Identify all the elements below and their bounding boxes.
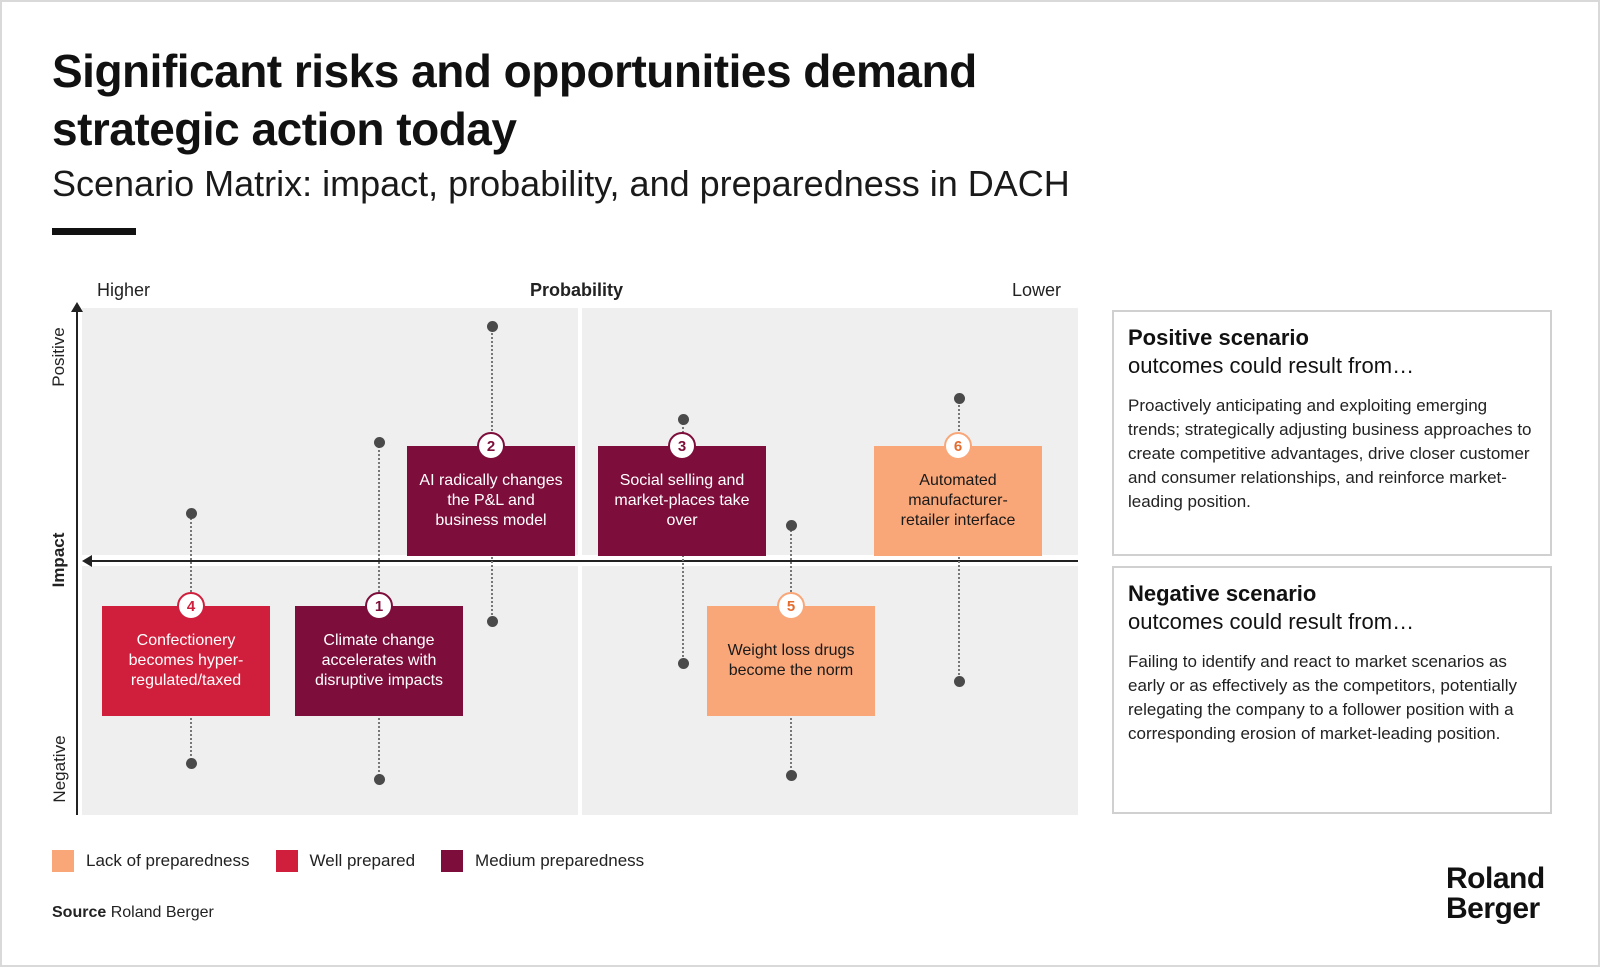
legend-swatch-well xyxy=(275,850,298,872)
range-dot-1-bottom xyxy=(374,774,385,785)
source-label: Source xyxy=(52,904,107,921)
negative-scenario-subtitle: outcomes could result from… xyxy=(1128,609,1415,634)
range-dot-6-top xyxy=(954,393,965,404)
negative-scenario-body: Failing to identify and react to market … xyxy=(1128,652,1517,743)
scenario-badge-4: 4 xyxy=(177,592,205,620)
logo-line-2: Berger xyxy=(1446,892,1540,925)
positive-scenario-subtitle: outcomes could result from… xyxy=(1128,353,1415,378)
legend-item-medium: Medium preparedness xyxy=(441,850,644,872)
legend-item-lack: Lack of preparedness xyxy=(52,850,250,872)
scenario-label-1: Climate change accelerates with disrupti… xyxy=(314,632,444,689)
positive-scenario-body: Proactively anticipating and exploiting … xyxy=(1128,396,1532,511)
impact-axis-line xyxy=(76,310,78,815)
source-value: Roland Berger xyxy=(110,904,214,921)
scenario-box-5: Weight loss drugs become the norm xyxy=(707,606,875,716)
range-dot-3-top xyxy=(678,414,689,425)
impact-negative-label: Negative xyxy=(50,735,69,803)
page-title: Significant risks and opportunities dema… xyxy=(52,45,977,155)
scenario-badge-1: 1 xyxy=(365,592,393,620)
source-note: Source Roland Berger xyxy=(52,904,214,922)
range-dot-1-top xyxy=(374,437,385,448)
legend-swatch-medium xyxy=(441,850,464,872)
range-dot-2-top xyxy=(487,321,498,332)
probability-axis-line xyxy=(92,560,1078,562)
title-underline xyxy=(52,228,136,235)
scenario-box-6: Automated manufacturer-retailer interfac… xyxy=(874,446,1042,556)
scenario-label-3: Social selling and market-places take ov… xyxy=(614,472,750,529)
scenario-box-2: AI radically changes the P&L and busines… xyxy=(407,446,575,556)
scenario-box-1: Climate change accelerates with disrupti… xyxy=(295,606,463,716)
positive-scenario-panel: Positive scenario outcomes could result … xyxy=(1112,310,1552,556)
range-dot-2-bottom xyxy=(487,616,498,627)
scenario-label-5: Weight loss drugs become the norm xyxy=(727,642,855,679)
impact-positive-label: Positive xyxy=(49,327,68,387)
range-dot-5-top xyxy=(786,520,797,531)
scenario-label-2: AI radically changes the P&L and busines… xyxy=(419,472,563,529)
legend: Lack of preparedness Well prepared Mediu… xyxy=(52,850,670,872)
range-dot-3-bottom xyxy=(678,658,689,669)
positive-scenario-title: Positive scenario xyxy=(1128,325,1309,350)
probability-lower-label: Lower xyxy=(1012,280,1062,300)
range-dot-4-bottom xyxy=(186,758,197,769)
probability-axis-title: Probability xyxy=(530,280,624,300)
negative-scenario-title: Negative scenario xyxy=(1128,581,1317,606)
impact-axis-arrow-icon xyxy=(71,302,83,312)
scenario-label-6: Automated manufacturer-retailer interfac… xyxy=(900,472,1016,529)
probability-axis-arrow-icon xyxy=(82,555,92,567)
legend-item-well: Well prepared xyxy=(275,850,416,872)
negative-scenario-panel: Negative scenario outcomes could result … xyxy=(1112,566,1552,814)
probability-higher-label: Higher xyxy=(97,280,151,300)
scenario-badge-3: 3 xyxy=(668,432,696,460)
roland-berger-logo: Roland Berger xyxy=(1446,864,1566,924)
scenario-badge-6: 6 xyxy=(944,432,972,460)
impact-axis-title: Impact xyxy=(49,532,68,588)
scenario-badge-5: 5 xyxy=(777,592,805,620)
range-dot-6-bottom xyxy=(954,676,965,687)
scenario-box-4: Confectionery becomes hyper-regulated/ta… xyxy=(102,606,270,716)
legend-label-medium: Medium preparedness xyxy=(475,851,645,870)
logo-line-1: Roland xyxy=(1446,862,1545,895)
page-subtitle: Scenario Matrix: impact, probability, an… xyxy=(52,163,1070,204)
scenario-badge-2: 2 xyxy=(477,432,505,460)
scenario-label-4: Confectionery becomes hyper-regulated/ta… xyxy=(128,632,244,689)
legend-swatch-lack xyxy=(52,850,74,872)
range-dot-5-bottom xyxy=(786,770,797,781)
legend-label-lack: Lack of preparedness xyxy=(86,851,250,870)
range-dot-4-top xyxy=(186,508,197,519)
legend-label-well: Well prepared xyxy=(309,851,416,870)
scenario-box-3: Social selling and market-places take ov… xyxy=(598,446,766,556)
